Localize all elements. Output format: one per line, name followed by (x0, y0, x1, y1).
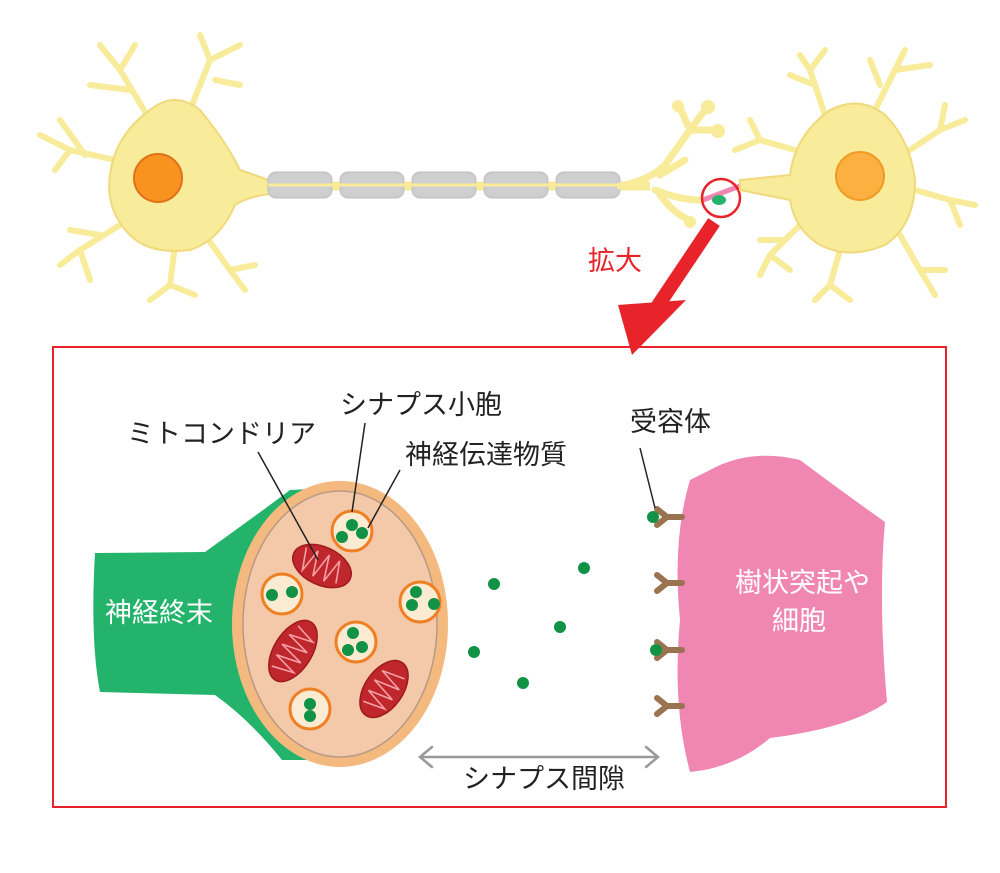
mitochondrion (268, 619, 318, 683)
synaptic-vesicle (330, 509, 374, 553)
receptor (654, 506, 685, 528)
dendrite-cell-label-line2: 細胞 (772, 606, 826, 637)
postsynaptic-nucleus (835, 151, 885, 201)
bound-transmitter (647, 511, 659, 523)
receptor (654, 695, 685, 717)
zoom-label: 拡大 (588, 246, 642, 277)
postsynaptic-cell-body (739, 102, 917, 254)
presynaptic-nucleus (133, 153, 183, 203)
magnified-frame (52, 346, 947, 808)
receptor-group (654, 506, 685, 717)
bound-transmitter (650, 644, 662, 656)
presynaptic-neuron (37, 32, 725, 303)
synaptic-vesicle (260, 572, 304, 616)
synaptic-vesicle-label: シナプス小胞 (340, 390, 502, 421)
mitochondria-group (268, 543, 409, 719)
neurotransmitter-label: 神経伝達物質 (405, 440, 567, 471)
synaptic-cleft-arrow (418, 745, 660, 769)
mitochondrion (292, 543, 352, 589)
myelin-sheath (267, 171, 621, 199)
leader-lines (257, 422, 656, 561)
receptor-label: 受容体 (630, 407, 711, 438)
postsynaptic-neuron (732, 47, 978, 303)
presynaptic-cell-body (108, 99, 281, 252)
neurotransmitter-particles (468, 562, 590, 689)
synaptic-cleft-label: シナプス間隙 (463, 764, 625, 795)
synaptic-vesicle (288, 687, 332, 731)
receptor (654, 572, 685, 594)
nerve-terminal-label: 神経終末 (105, 598, 213, 629)
dendrite-cell-label-line1: 樹状突起や (735, 568, 870, 599)
synapse-highlight (700, 177, 742, 219)
vesicle-group (260, 509, 442, 731)
mitochondria-label: ミトコンドリア (127, 419, 316, 450)
zoom-arrow (618, 218, 720, 355)
synaptic-vesicle (334, 620, 378, 664)
mitochondrion (359, 659, 409, 719)
receptor (654, 639, 685, 661)
dendrite-cell (677, 455, 887, 772)
synaptic-vesicle (398, 580, 442, 624)
